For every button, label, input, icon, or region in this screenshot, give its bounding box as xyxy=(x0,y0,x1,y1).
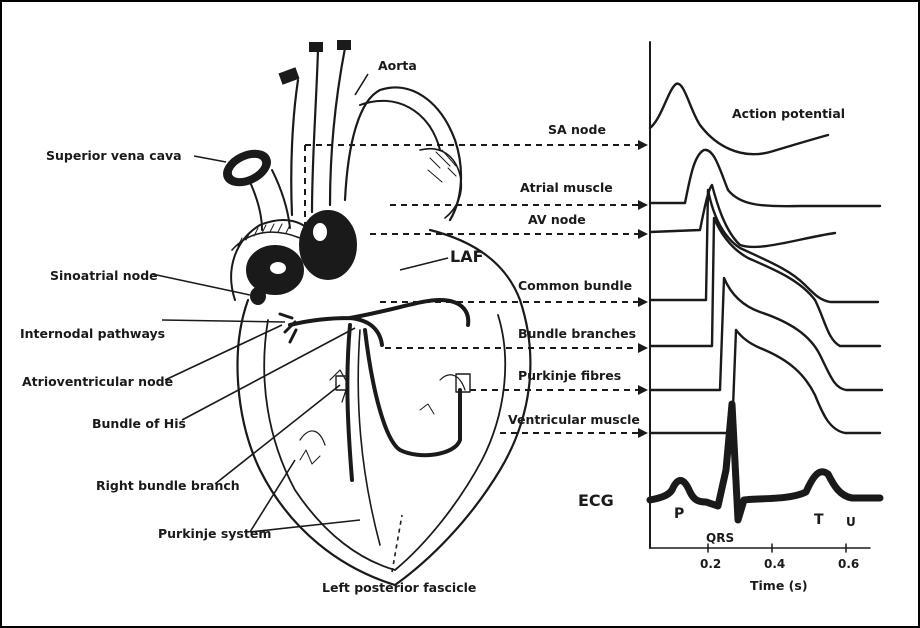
label-atrial-muscle: Atrial muscle xyxy=(520,180,613,195)
label-action-potential: Action potential xyxy=(732,106,845,121)
connector-arrowheads xyxy=(638,140,648,438)
label-sa-node: SA node xyxy=(548,122,606,137)
tick-label-0-2: 0.2 xyxy=(700,557,721,571)
mitral-valve xyxy=(300,211,356,279)
right-bundle-branch-path xyxy=(347,325,352,480)
vessel-cap-3 xyxy=(337,40,351,50)
label-av-node: AV node xyxy=(528,212,586,227)
label-aorta: Aorta xyxy=(378,58,417,73)
ecg-trace xyxy=(650,404,880,520)
label-bundle-branches: Bundle branches xyxy=(518,326,636,341)
label-common-bundle: Common bundle xyxy=(518,278,632,293)
heart-label-texts: Aorta Superior vena cava Sinoatrial node… xyxy=(20,58,484,595)
wave-bundle-branches xyxy=(650,218,880,346)
label-atrioventricular-node: Atrioventricular node xyxy=(22,374,173,389)
aorta-vessel xyxy=(291,48,461,220)
label-u-wave: U xyxy=(846,515,856,529)
label-ecg: ECG xyxy=(578,491,614,510)
conduction-bundle xyxy=(290,300,468,345)
vessel-cap-2 xyxy=(309,42,323,52)
label-left-posterior-fascicle: Left posterior fascicle xyxy=(322,580,476,595)
heart-drawing xyxy=(219,40,530,585)
label-internodal-pathways: Internodal pathways xyxy=(20,326,165,341)
tick-label-0-4: 0.4 xyxy=(764,557,785,571)
label-qrs: QRS xyxy=(706,531,734,545)
tick-label-0-6: 0.6 xyxy=(838,557,859,571)
wave-atrial-muscle xyxy=(650,150,880,206)
papillary-muscle-2 xyxy=(456,374,470,392)
vessel-cap-1 xyxy=(278,67,299,84)
label-sinoatrial-node: Sinoatrial node xyxy=(50,268,158,283)
wave-purkinje-fibres xyxy=(650,278,882,390)
label-t-wave: T xyxy=(814,512,824,528)
label-purkinje-system: Purkinje system xyxy=(158,526,271,541)
label-laf: LAF xyxy=(450,247,484,266)
label-ventricular-muscle: Ventricular muscle xyxy=(508,412,640,427)
label-p-wave: P xyxy=(674,506,684,522)
label-bundle-of-his: Bundle of His xyxy=(92,416,186,431)
sa-node-blob xyxy=(250,287,266,305)
waveform-labels: Action potential SA node Atrial muscle A… xyxy=(508,106,859,593)
x-axis-label: Time (s) xyxy=(750,578,808,593)
label-superior-vena-cava: Superior vena cava xyxy=(46,148,182,163)
ventricle-inner-wall xyxy=(264,315,505,570)
label-purkinje-fibres: Purkinje fibres xyxy=(518,368,621,383)
label-right-bundle-branch: Right bundle branch xyxy=(96,478,240,493)
wave-av-node xyxy=(650,185,835,247)
